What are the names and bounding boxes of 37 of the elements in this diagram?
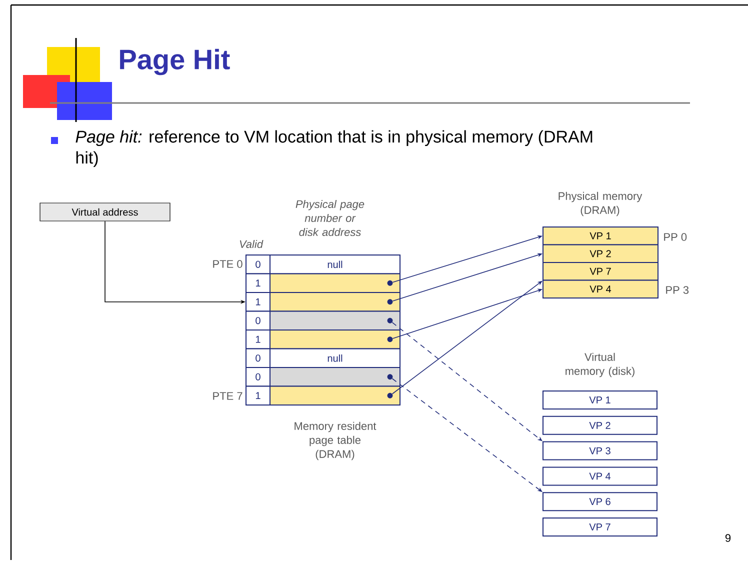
table-cell: 0 (246, 367, 270, 387)
memory-cell: VP 4 (542, 280, 658, 298)
table-cell: 1 (246, 273, 270, 293)
table-cell: 1 (246, 386, 270, 406)
page-number: 9 (725, 534, 731, 542)
memory-cell: VP 4 (542, 466, 658, 486)
memory-cell: VP 1 (542, 390, 658, 410)
memory-cell: VP 3 (542, 441, 658, 460)
table-cell (270, 386, 400, 406)
row-label: PP 3 (666, 286, 689, 294)
column-header: Valid (240, 240, 264, 248)
table-cell (270, 273, 400, 293)
memory-caption: Virtual memory (disk) (566, 352, 634, 378)
memory-cell: VP 6 (542, 492, 658, 512)
table-cell (270, 310, 400, 330)
memory-cell: VP 2 (542, 244, 658, 263)
row-label: PTE 0 (213, 260, 242, 268)
table-cell: 1 (246, 330, 270, 350)
memory-cell: VP 7 (542, 518, 658, 536)
row-label: PTE 7 (213, 392, 242, 400)
row-label: PP 0 (664, 233, 687, 241)
column-header: Physical page number or disk address (296, 200, 364, 236)
memory-cell: VP 1 (542, 226, 658, 246)
memory-caption: Physical memory (DRAM) (558, 192, 642, 216)
bullet-text: Page hit: reference to VM location that is in physical memory (DRAM hit) (76, 130, 592, 168)
table-cell: 1 (246, 292, 270, 312)
memory-cell: VP 7 (542, 262, 658, 281)
table-cell: 0 (246, 254, 270, 274)
memory-cell: VP 2 (542, 416, 658, 435)
table-cell (270, 367, 400, 387)
slide-title: Page Hit (120, 48, 230, 76)
table-cell (270, 330, 400, 350)
table-cell: 0 (246, 348, 270, 368)
address-box: Virtual address (40, 202, 170, 222)
table-cell: 0 (246, 310, 270, 330)
table-cell (270, 292, 400, 312)
table-caption: Memory resident page table (DRAM) (294, 422, 376, 460)
